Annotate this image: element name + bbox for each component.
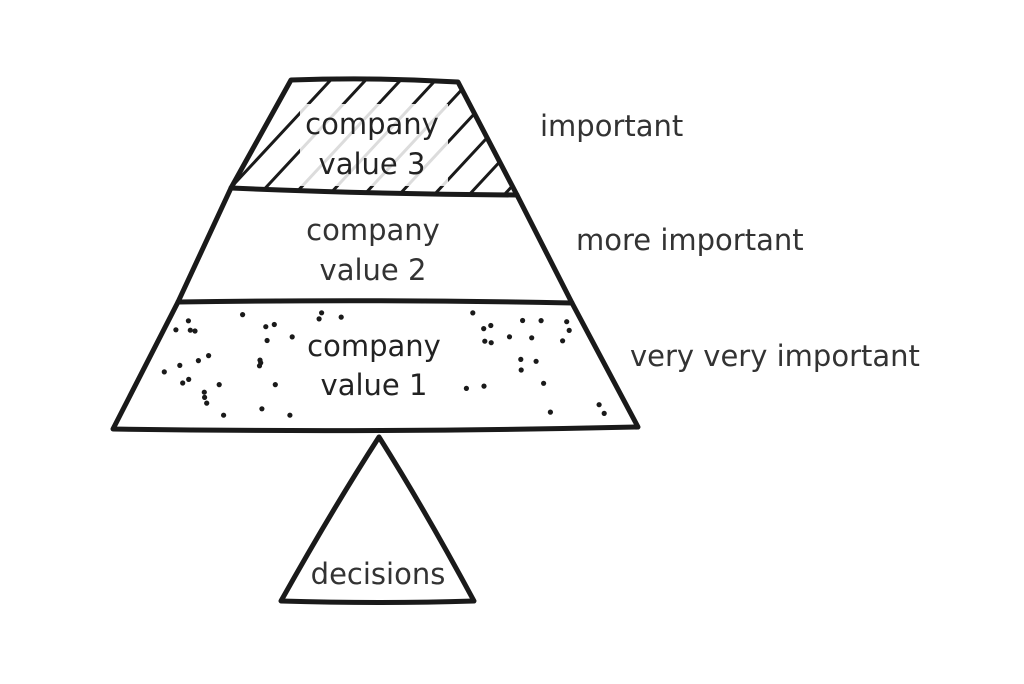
texture-dot	[287, 412, 293, 418]
texture-dot	[481, 383, 487, 389]
decisions-triangle	[278, 434, 477, 605]
texture-dot	[221, 412, 227, 418]
texture-dot	[488, 340, 494, 346]
pyramid-outline	[110, 76, 641, 434]
texture-dot	[566, 327, 572, 333]
texture-dot	[180, 380, 186, 386]
texture-dot	[185, 318, 191, 324]
texture-dot	[263, 324, 269, 330]
texture-dot	[161, 369, 167, 375]
texture-dot	[259, 406, 265, 412]
texture-dot	[338, 314, 344, 320]
texture-dot	[506, 334, 513, 340]
texture-dot	[206, 353, 212, 359]
texture-dot	[596, 402, 602, 408]
texture-dot	[547, 409, 554, 415]
texture-dot	[192, 328, 198, 334]
texture-dot	[538, 318, 544, 324]
texture-dot	[264, 337, 270, 344]
texture-dot	[316, 316, 322, 322]
texture-dot	[173, 327, 179, 333]
texture-dot	[187, 327, 193, 333]
texture-dot	[271, 321, 277, 328]
texture-dot	[186, 376, 192, 382]
texture-dot	[518, 356, 524, 362]
texture-dot	[195, 358, 201, 364]
texture-dot	[177, 362, 183, 368]
texture-dot	[470, 310, 476, 316]
dot-pattern-bottom-tier	[161, 310, 607, 418]
rank-label-more-important: more important	[576, 223, 804, 257]
texture-dot	[240, 312, 246, 318]
tier-3-label-line1: company	[305, 107, 439, 141]
texture-dot	[488, 322, 494, 329]
texture-dot	[463, 385, 469, 391]
texture-dot	[258, 360, 264, 366]
texture-dot	[201, 389, 207, 395]
tier-2-label-line1: company	[306, 213, 440, 247]
tier-2-label-line2: value 2	[320, 253, 427, 287]
tier-divider-lower	[175, 298, 575, 306]
tier-divider-upper	[228, 185, 520, 198]
texture-dot	[533, 358, 539, 364]
texture-dot	[289, 334, 295, 340]
texture-dot	[481, 326, 487, 332]
tier-1-label-line1: company	[307, 329, 441, 363]
texture-dot	[202, 394, 208, 400]
texture-dot	[272, 382, 278, 388]
tier-1-label-line2: value 1	[321, 368, 428, 402]
texture-dot	[319, 310, 325, 316]
texture-dot	[204, 400, 210, 406]
texture-dot	[529, 335, 535, 341]
texture-dot	[560, 338, 566, 344]
rank-label-important: important	[540, 109, 683, 143]
texture-dot	[518, 367, 524, 373]
tier-3-label-line2: value 3	[319, 147, 426, 181]
texture-dot	[520, 317, 526, 324]
texture-dot	[482, 338, 488, 344]
texture-dot	[216, 382, 222, 388]
top-tier-label-backdrop	[300, 104, 448, 186]
texture-dot	[601, 410, 607, 416]
rank-label-very-very-important: very very important	[630, 339, 920, 373]
decisions-label: decisions	[311, 557, 446, 591]
texture-dot	[564, 319, 570, 325]
texture-dot	[541, 380, 547, 386]
